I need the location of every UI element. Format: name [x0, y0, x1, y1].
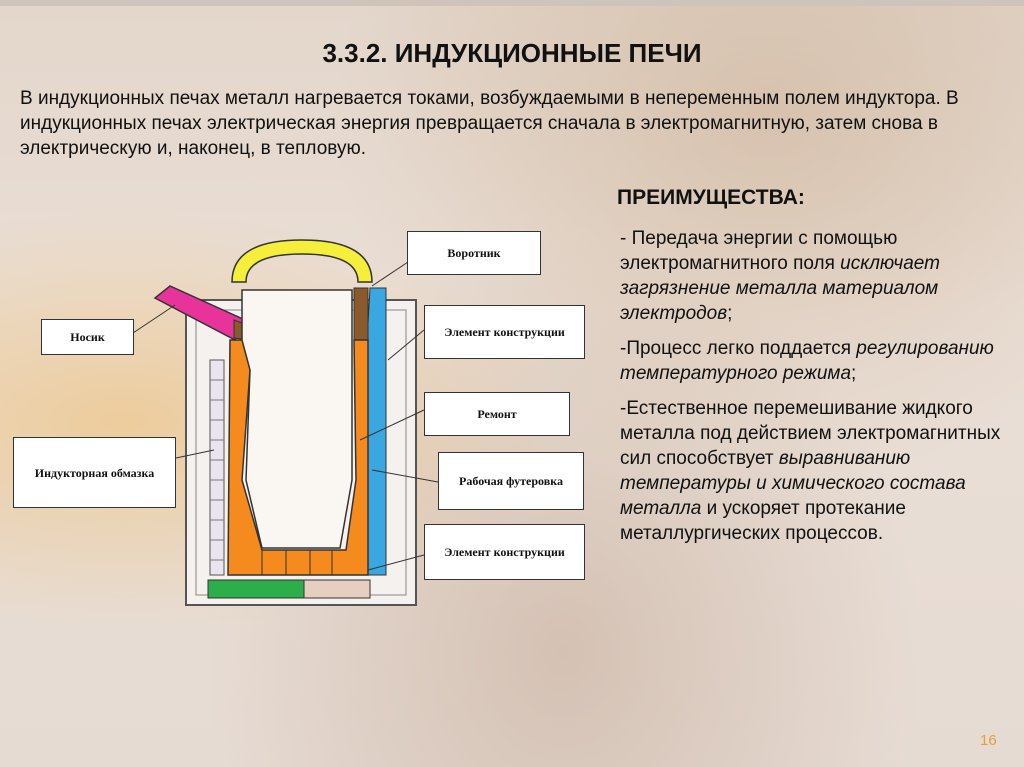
label-element-construction-2: Элемент конструкции: [424, 524, 585, 580]
label-nosik: Носик: [41, 319, 134, 355]
crucible-cavity: [241, 289, 353, 549]
label-working-lining: Рабочая футеровка: [438, 452, 584, 510]
advantage-item: -Естественное перемешивание жидкого мета…: [620, 398, 1001, 544]
intro-text: В индукционных печах металл нагревается …: [20, 88, 959, 159]
advantage-item: -Процесс легко поддается регулированию т…: [620, 338, 994, 384]
advantage-item: - Передача энергии с помощью электромагн…: [620, 228, 940, 324]
advantages-list: - Передача энергии с помощью электромагн…: [620, 226, 1010, 556]
slide-title: 3.3.2. ИНДУКЦИОННЫЕ ПЕЧИ: [322, 38, 702, 68]
page-number: 16: [980, 732, 997, 749]
label-vorotnik: Воротник: [407, 231, 541, 275]
top-border: [0, 0, 1024, 6]
blue-lining: [365, 287, 387, 576]
collar-shape: [231, 239, 373, 283]
advantages-title: ПРЕИМУЩЕСТВА:: [617, 186, 805, 209]
brown-ring: [353, 287, 369, 341]
base-block: [207, 579, 305, 599]
label-element-construction-1: Элемент конструкции: [424, 305, 585, 359]
base-bricks: [303, 579, 371, 599]
inductor-coil-left: [209, 359, 225, 576]
furnace-diagram: [129, 239, 439, 606]
label-inductor-coating: Индукторная обмазка: [13, 437, 176, 508]
label-remont: Ремонт: [424, 392, 570, 436]
